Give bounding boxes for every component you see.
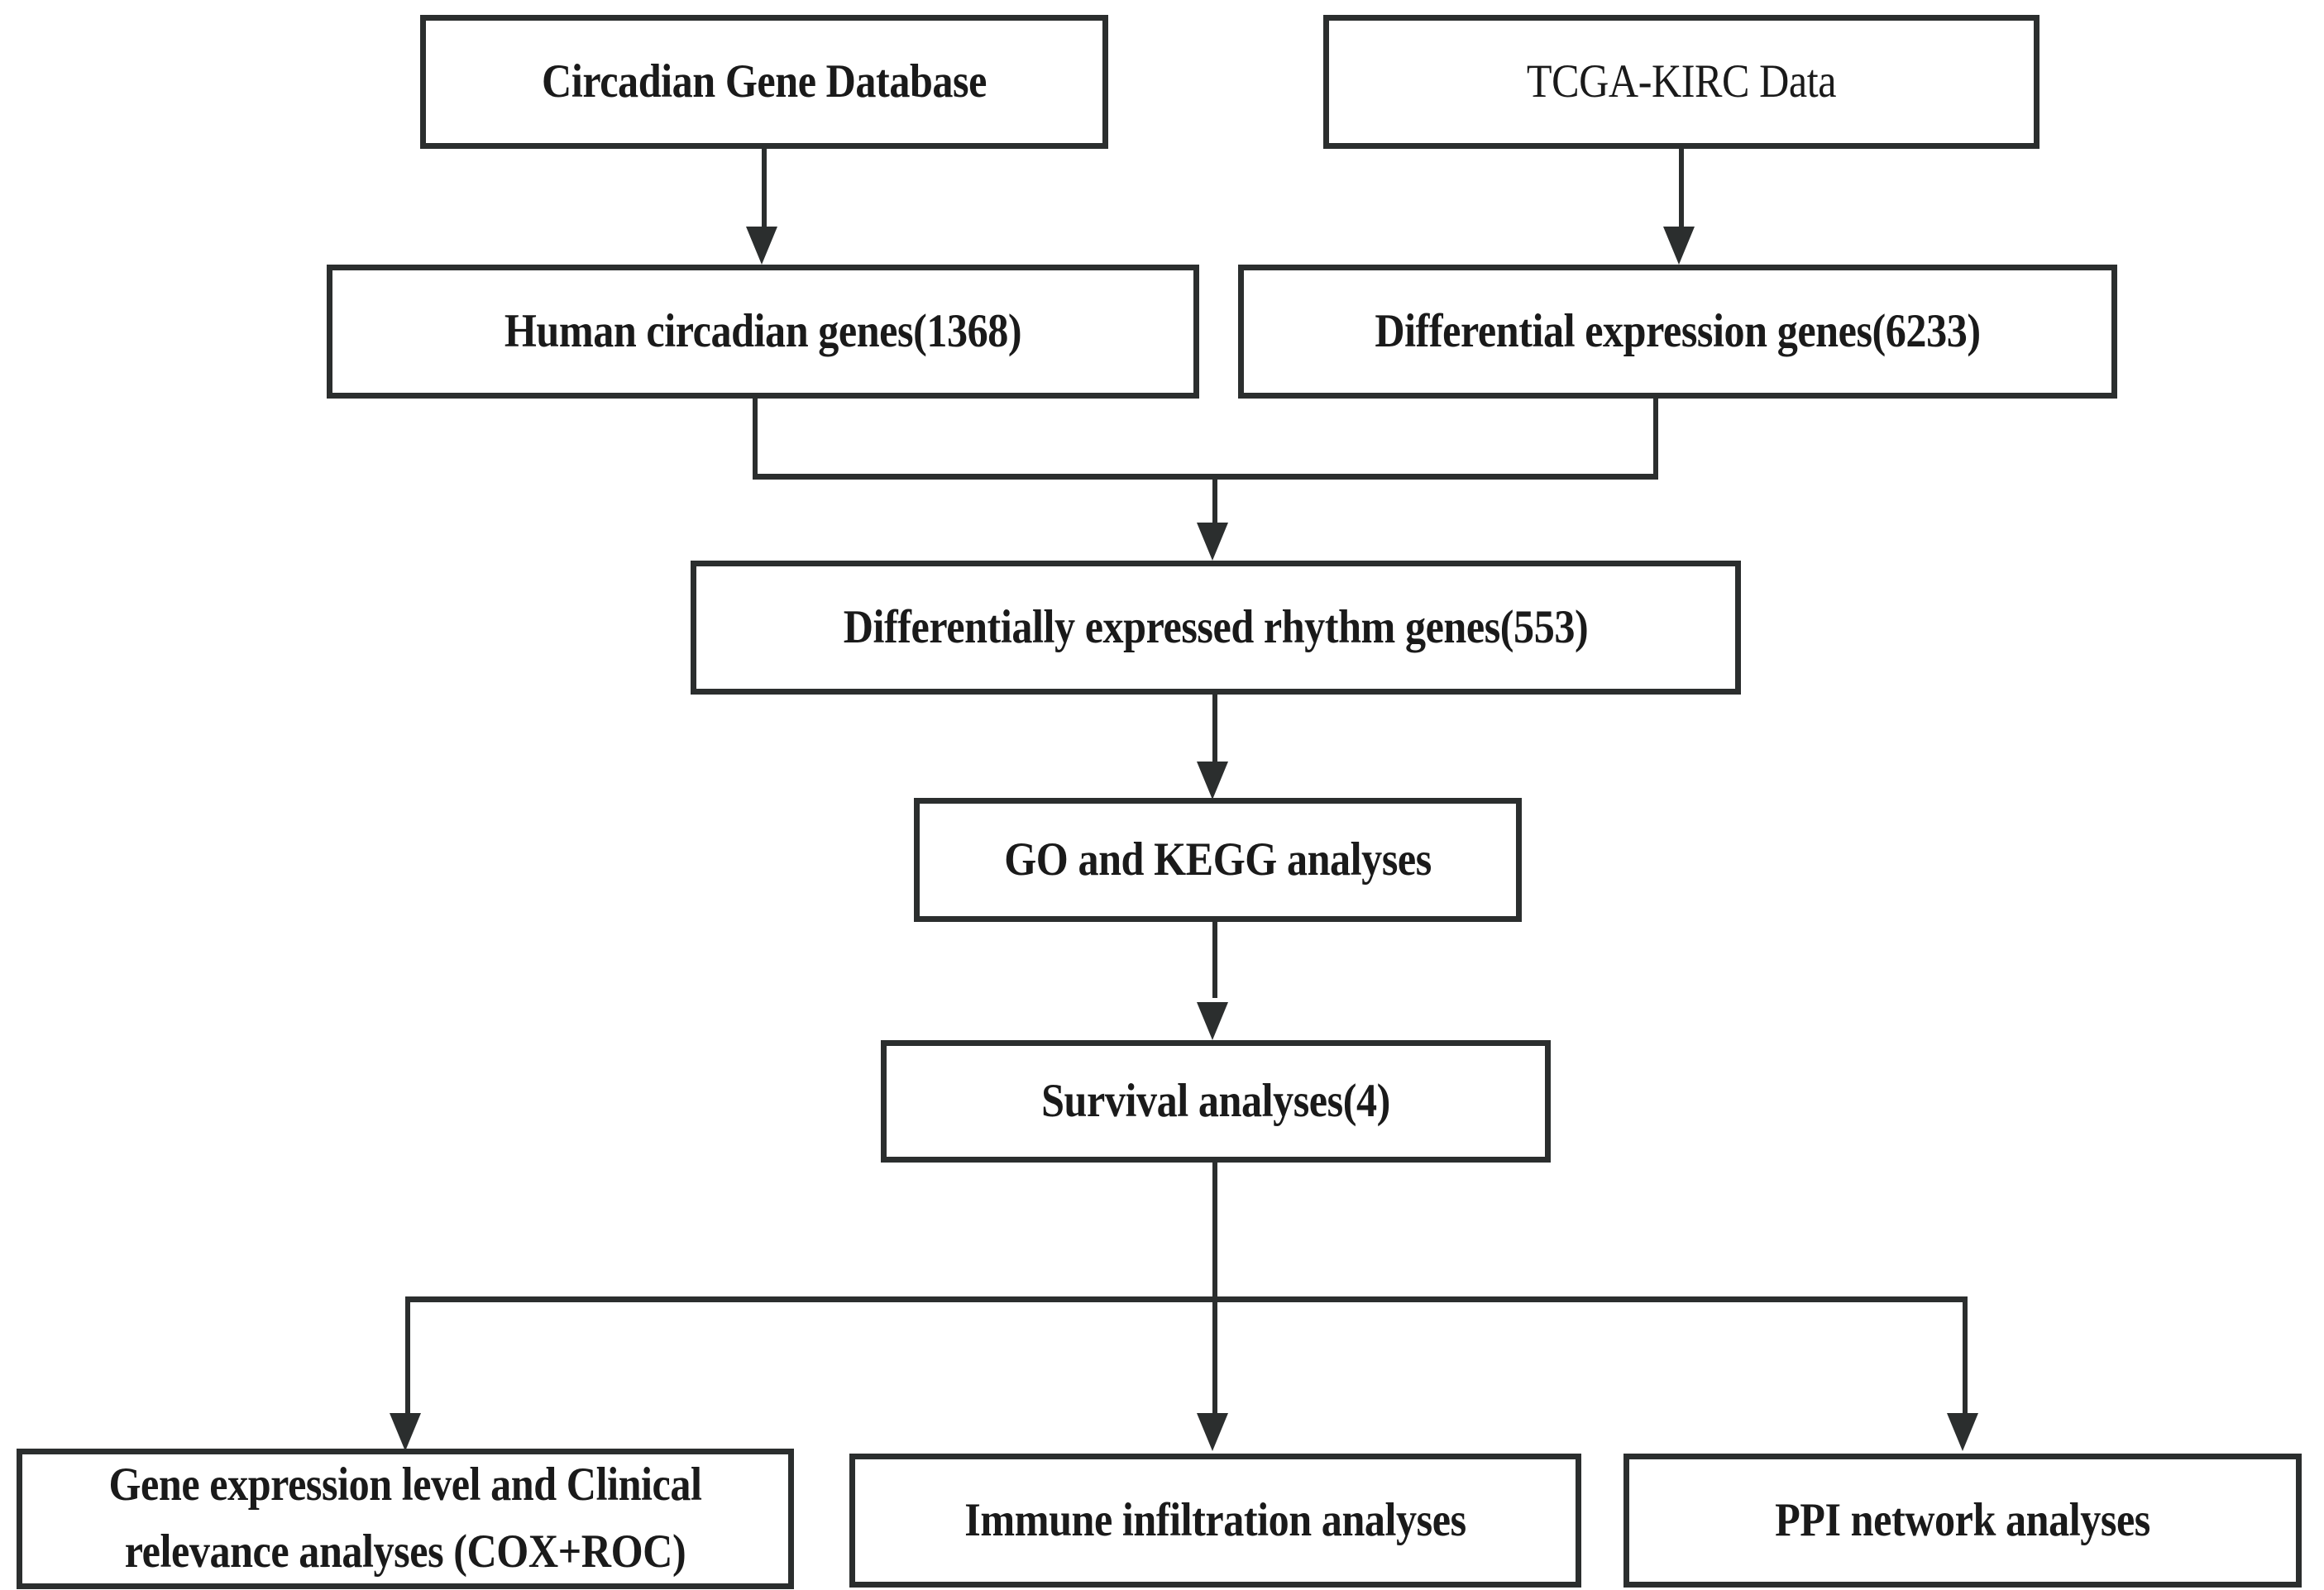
node-label: Differential expression genes(6233) <box>1375 305 1981 358</box>
node-label: Gene expression level and Clinical relev… <box>108 1459 702 1578</box>
split-branch-center-line <box>1212 1296 1217 1419</box>
edge-rhythm-to-go-kegg-arrowhead <box>1197 762 1228 800</box>
node-ppi-network-analyses: PPI network analyses <box>1623 1454 2302 1588</box>
merge-stub-right <box>1653 399 1658 480</box>
node-immune-infiltration-analyses: Immune infiltration analyses <box>849 1454 1581 1588</box>
node-label: Human circadian genes(1368) <box>504 305 1022 358</box>
split-branch-right-arrowhead <box>1947 1413 1978 1451</box>
split-drop-line <box>1212 1163 1217 1301</box>
merge-drop-arrowhead <box>1197 523 1228 561</box>
node-label: Survival analyses(4) <box>1041 1075 1390 1128</box>
edge-circadian-db-to-human-genes-line <box>762 149 767 232</box>
edge-circadian-db-to-human-genes-arrowhead <box>746 227 777 265</box>
edge-go-kegg-to-survival-line <box>1212 922 1217 998</box>
edge-go-kegg-to-survival-arrowhead <box>1197 1002 1228 1040</box>
node-differentially-expressed-rhythm-genes: Differentially expressed rhythm genes(55… <box>691 561 1741 695</box>
merge-drop-line <box>1212 474 1217 548</box>
split-branch-center-arrowhead <box>1197 1413 1228 1451</box>
node-differential-expression-genes: Differential expression genes(6233) <box>1238 265 2117 399</box>
node-label: PPI network analyses <box>1775 1494 2150 1547</box>
merge-stub-left <box>753 399 758 480</box>
edge-tcga-to-deg-line <box>1679 149 1684 232</box>
split-bar <box>405 1296 1968 1302</box>
node-label: Differentially expressed rhythm genes(55… <box>843 601 1589 654</box>
split-branch-left-line <box>405 1296 410 1419</box>
node-label: Circadian Gene Database <box>542 55 987 108</box>
edge-rhythm-to-go-kegg-line <box>1212 695 1217 767</box>
merge-bar <box>753 474 1658 480</box>
node-survival-analyses: Survival analyses(4) <box>881 1040 1551 1163</box>
node-go-and-kegg-analyses: GO and KEGG analyses <box>914 798 1522 922</box>
node-circadian-gene-database: Circadian Gene Database <box>420 15 1108 149</box>
node-label: GO and KEGG analyses <box>1004 833 1432 886</box>
node-human-circadian-genes: Human circadian genes(1368) <box>327 265 1199 399</box>
node-gene-expression-clinical-relevance: Gene expression level and Clinical relev… <box>17 1449 794 1589</box>
edge-tcga-to-deg-arrowhead <box>1663 227 1695 265</box>
node-label: Immune infiltration analyses <box>964 1494 1466 1547</box>
node-tcga-kirc-data: TCGA-KIRC Data <box>1323 15 2039 149</box>
node-label: TCGA-KIRC Data <box>1526 55 1837 108</box>
split-branch-left-arrowhead <box>390 1413 421 1451</box>
split-branch-right-line <box>1963 1296 1968 1419</box>
